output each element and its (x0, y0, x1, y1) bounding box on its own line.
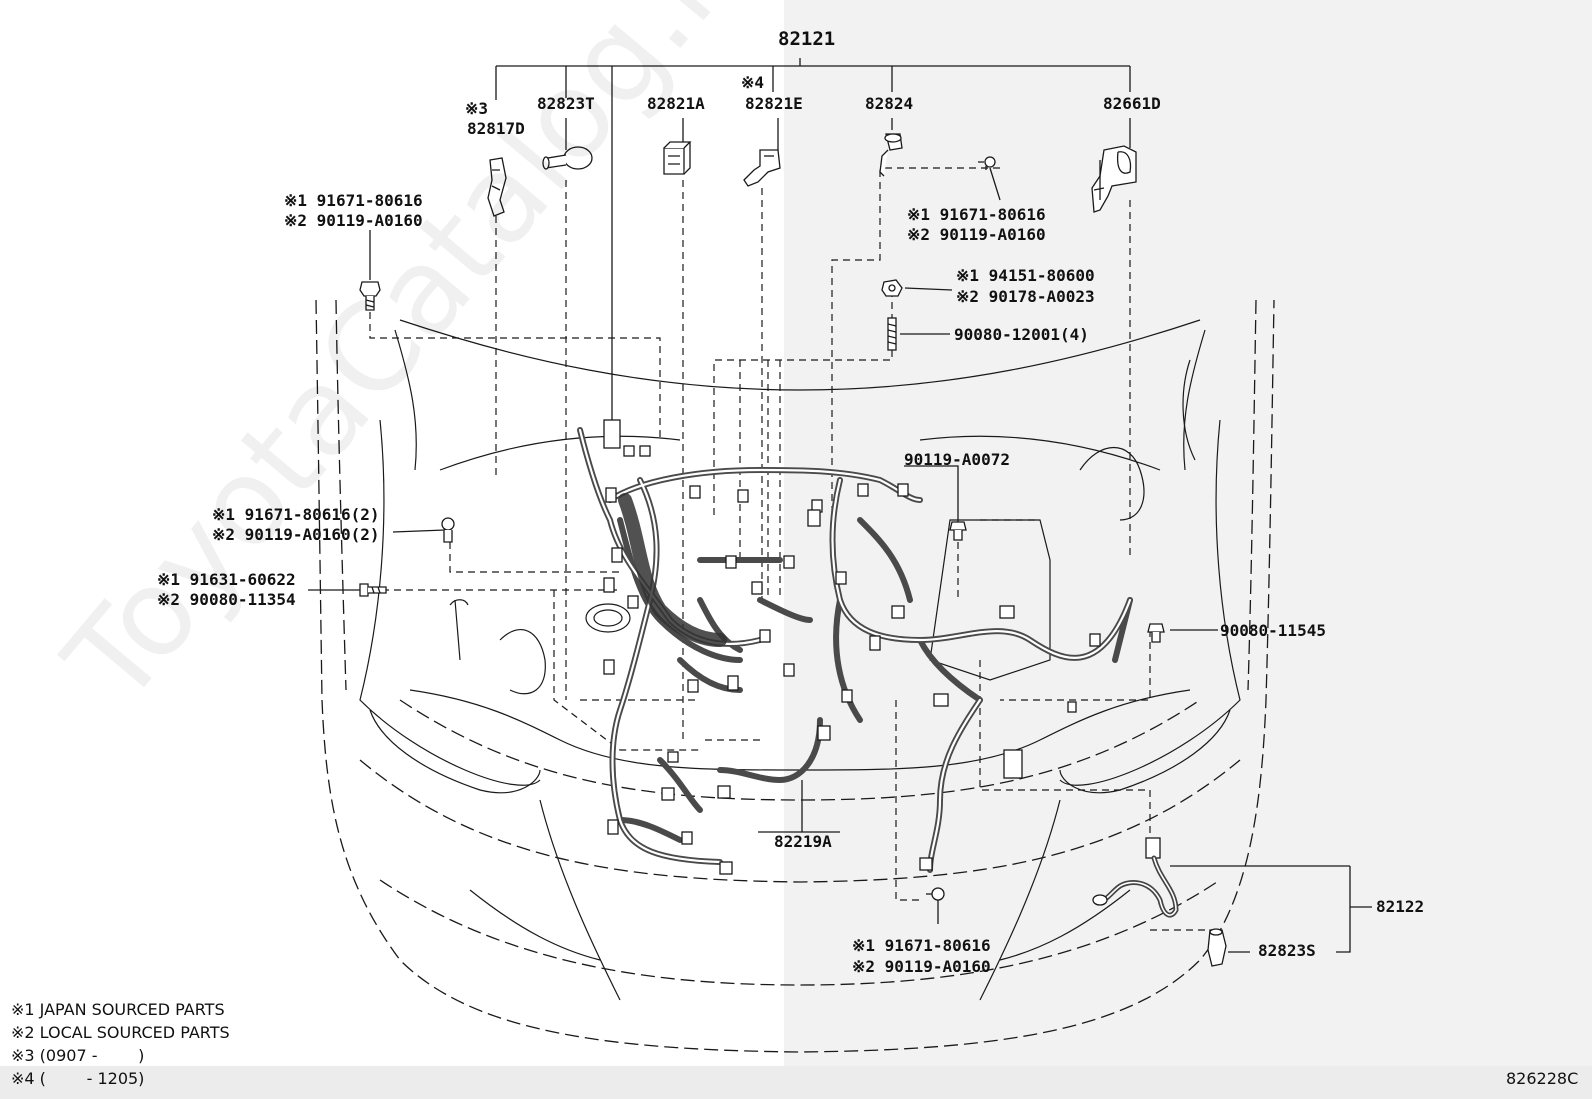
background-bottom-strip (0, 1066, 1592, 1099)
label-stud: 90080-12001(4) (954, 325, 1089, 344)
background-left (0, 0, 784, 1099)
part-82824-icon (879, 133, 903, 177)
part-82122-harness (1101, 855, 1179, 918)
part-82823T-icon (542, 146, 593, 170)
label-right-mid: 90080-11545 (1220, 621, 1326, 640)
part-82661D-icon (1091, 145, 1137, 213)
car-body-solid (359, 319, 1241, 1001)
label-82823T: 82823T (537, 94, 595, 113)
label-82219A: 82219A (774, 832, 832, 851)
label-right-top-1: ※1 91671-80616 (907, 205, 1046, 224)
dashed-connection-lines (369, 167, 1210, 931)
connectors (603, 419, 1161, 875)
label-82821A: 82821A (647, 94, 705, 113)
label-82823S: 82823S (1258, 941, 1316, 960)
part-82817D-icon (487, 157, 507, 217)
bolt-center-icon (949, 521, 967, 541)
bolt-left-mid-icon (441, 517, 455, 543)
car-body-outline (315, 299, 1275, 1053)
label-bottom-1: ※1 91671-80616 (852, 936, 991, 955)
part-82823S-icon (1207, 928, 1227, 967)
part-82122-ring (1092, 894, 1108, 906)
bolt-right-top-icon (978, 156, 996, 170)
part-82821E-icon (743, 149, 781, 187)
leader-lines (308, 58, 1372, 953)
label-left-mid-1: ※1 91671-80616(2) (212, 505, 380, 524)
bolt-bottom-icon (926, 887, 945, 901)
wire-harness-inner (578, 428, 1132, 872)
label-nut-1: ※1 94151-80600 (956, 266, 1095, 285)
label-82121: 82121 (778, 28, 836, 50)
bolt-left-top-icon (359, 281, 381, 311)
bolt-right-mid-icon (1147, 623, 1165, 643)
label-82817D-mark: ※3 (465, 99, 489, 118)
label-left-low-1: ※1 91631-60622 (157, 570, 296, 589)
figure-code: 826228C (1506, 1069, 1579, 1088)
label-82817D: 82817D (467, 119, 525, 138)
label-center-bolt: 90119-A0072 (904, 450, 1010, 469)
main-trunk (618, 493, 727, 647)
label-bottom-2: ※2 90119-A0160 (852, 957, 991, 976)
part-82821A-icon (663, 141, 692, 175)
label-nut-2: ※2 90178-A0023 (956, 287, 1095, 306)
label-82821E: 82821E (745, 94, 803, 113)
legend-item-3: ※3 (0907 - ) (11, 1046, 145, 1065)
bolt-left-low-icon (359, 583, 387, 597)
background-right (784, 0, 1592, 1099)
label-82824: 82824 (865, 94, 914, 113)
label-left-mid-2: ※2 90119-A0160(2) (212, 525, 380, 544)
legend-item-4: ※4 ( - 1205) (11, 1069, 145, 1088)
label-left-low-2: ※2 90080-11354 (157, 590, 296, 609)
part-82122-harness-inner (1103, 857, 1177, 916)
label-left-top-1: ※1 91671-80616 (284, 191, 423, 210)
stud-icon (887, 317, 897, 351)
label-82821E-mark: ※4 (741, 73, 765, 92)
legend-item-1: ※1 JAPAN SOURCED PARTS (11, 1000, 225, 1019)
label-left-top-2: ※2 90119-A0160 (284, 211, 423, 230)
label-82661D: 82661D (1103, 94, 1161, 113)
label-82122: 82122 (1376, 897, 1425, 916)
nut-icon (881, 279, 903, 297)
legend-item-2: ※2 LOCAL SOURCED PARTS (11, 1023, 230, 1042)
label-right-top-2: ※2 90119-A0160 (907, 225, 1046, 244)
